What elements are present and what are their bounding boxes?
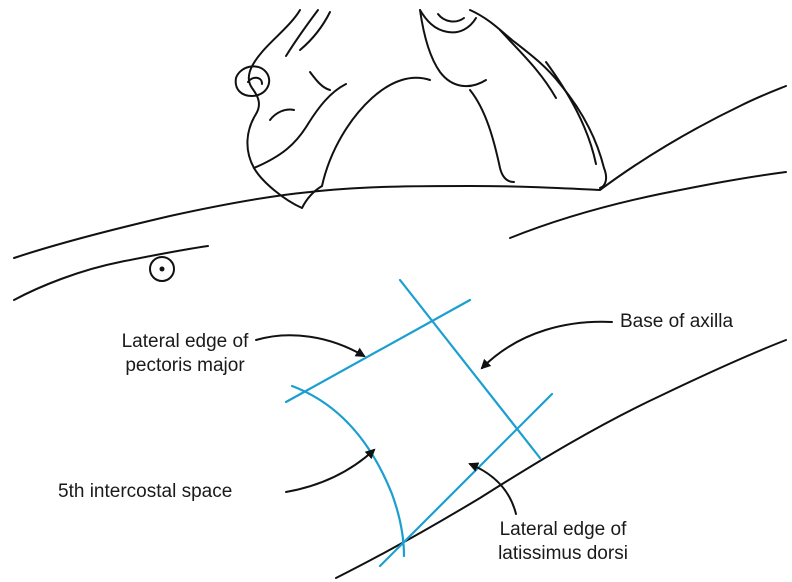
head-outline (236, 10, 606, 208)
label-pectoris-line2: pectoris major (100, 354, 270, 378)
intercostal-space-curve (292, 386, 404, 556)
neck-outline (322, 78, 430, 186)
axilla-base-line (400, 280, 540, 458)
arrow-axilla (482, 322, 612, 368)
label-5th-intercostal-space: 5th intercostal space (58, 480, 232, 504)
nipple-dot (160, 267, 165, 272)
arrow-pectoris (256, 335, 364, 356)
ear-outline (236, 66, 269, 96)
label-lateral-edge-latissimus-dorsi: Lateral edge of latissimus dorsi (478, 518, 648, 566)
arrow-intercostal (286, 450, 374, 492)
label-lateral-edge-pectoris-major: Lateral edge of pectoris major (100, 330, 270, 378)
pectoris-major-line (286, 300, 470, 402)
label-base-of-axilla: Base of axilla (620, 310, 733, 334)
label-pectoris-line1: Lateral edge of (100, 330, 270, 354)
label-latissimus-line1: Lateral edge of (478, 518, 648, 542)
leader-arrows (256, 322, 612, 514)
label-latissimus-line2: latissimus dorsi (478, 542, 648, 566)
